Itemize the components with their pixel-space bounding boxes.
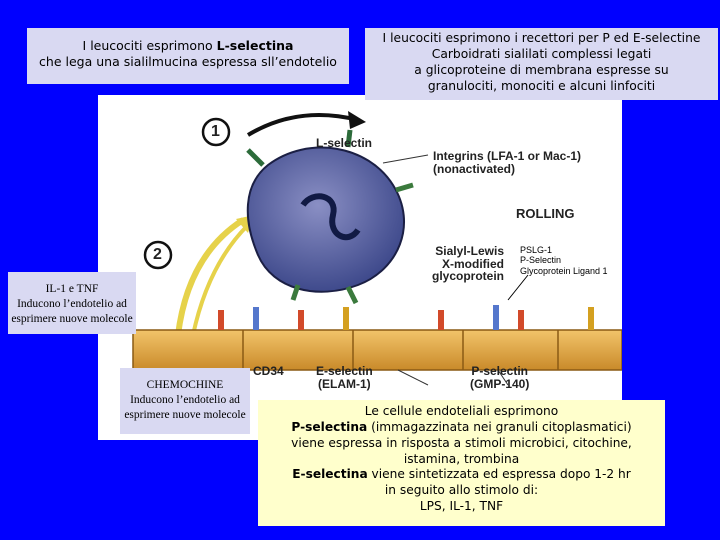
psgl-label: PSLG-1 P-Selectin Glycoprotein Ligand 1 bbox=[520, 245, 608, 276]
endothelial-box-line5-bold: E-selectina bbox=[292, 467, 368, 482]
rolling-label: ROLLING bbox=[516, 206, 575, 221]
chemokines-box-line3: esprimere nuove molecole bbox=[124, 408, 246, 421]
receptors-box-line4: granulociti, monociti e alcuni linfociti bbox=[427, 78, 656, 93]
l-selectin-box-line1-prefix: I leucociti esprimono bbox=[82, 38, 217, 53]
chemokines-info-box: CHEMOCHINE Inducono l’endotelio ad espri… bbox=[120, 368, 250, 434]
sialyl-label-line1: Sialyl-Lewis bbox=[435, 244, 504, 258]
endothelial-info-box: Le cellule endoteliali esprimono P-selec… bbox=[258, 400, 665, 526]
integrins-label-line1: Integrins (LFA-1 or Mac-1) bbox=[433, 149, 582, 163]
step-1-number: 1 bbox=[211, 123, 220, 140]
l-selectin-box-line2: che lega una sialilmucina espressa sll’e… bbox=[39, 54, 337, 70]
rolling-arrow bbox=[246, 113, 359, 137]
integrins-label: Integrins (LFA-1 or Mac-1) (nonactivated… bbox=[433, 150, 581, 175]
endothelium-layer bbox=[132, 329, 623, 371]
e-selectin-line2: (ELAM-1) bbox=[318, 376, 371, 391]
il1-tnf-info-box: IL-1 e TNF Inducono l’endotelio ad espri… bbox=[8, 272, 136, 334]
sialyl-label-line3: glycoprotein bbox=[431, 269, 504, 284]
endothelial-box-line7: LPS, IL-1, TNF bbox=[419, 499, 504, 514]
psgl-label-line3: Glycoprotein Ligand 1 bbox=[520, 265, 608, 276]
endothelial-box-line2: P-selectina (immagazzinata nei granuli c… bbox=[258, 420, 665, 436]
receptors-box-line1: I leucociti esprimono i recettori per P … bbox=[382, 31, 701, 45]
l-selectin-box-line1: I leucociti esprimono L-selectina bbox=[27, 38, 349, 54]
p-selectin-label: P-selectin (GMP-140) bbox=[470, 365, 529, 390]
receptors-box-line3: a glicoproteine di membrana espresse su bbox=[414, 62, 669, 77]
endothelial-box-line1: Le cellule endoteliali esprimono bbox=[364, 404, 559, 418]
endothelial-box-line4: istamina, trombina bbox=[403, 451, 520, 466]
il1-box-line3: esprimere nuove molecole bbox=[11, 312, 133, 325]
p-selectin-line1: P-selectin bbox=[471, 364, 529, 378]
receptors-box-line2: Carboidrati sialilati complessi legati bbox=[431, 46, 652, 61]
cd34-label: CD34 bbox=[253, 364, 284, 378]
il1-box-line1: IL-1 e TNF bbox=[45, 283, 99, 295]
leukocyte-cell bbox=[246, 146, 405, 293]
sialyl-label-line2: X-modified bbox=[442, 256, 504, 271]
cell-nucleus bbox=[300, 193, 361, 241]
step-1-circle bbox=[201, 117, 231, 147]
integrins-label-line2: (nonactivated) bbox=[433, 161, 516, 176]
endothelial-box-line2-bold: P-selectina bbox=[291, 419, 368, 434]
endothelial-box-line6: in seguito allo stimolo di: bbox=[384, 483, 539, 498]
e-selectin-label: E-selectin (ELAM-1) bbox=[316, 365, 373, 390]
endothelial-box-line2-rest: (immagazzinata nei granuli citoplasmatic… bbox=[367, 419, 632, 434]
il1-box-line2: Inducono l’endotelio ad bbox=[17, 297, 127, 310]
l-selectin-box-line1-bold: L-selectina bbox=[216, 38, 294, 53]
l-selectin-label: L-selectin bbox=[316, 136, 373, 150]
receptors-info-box: I leucociti esprimono i recettori per P … bbox=[365, 28, 718, 100]
l-selectin-info-box: I leucociti esprimono L-selectina che le… bbox=[27, 28, 349, 84]
step-2-circle bbox=[143, 240, 173, 270]
chemokines-box-line2: Inducono l’endotelio ad bbox=[130, 393, 240, 406]
endothelial-box-line3: viene espressa in risposta a stimoli mic… bbox=[291, 435, 632, 450]
endothelial-box-line5-rest: viene sintetizzata ed espressa dopo 1-2 … bbox=[367, 467, 631, 482]
e-selectin-line1: E-selectin bbox=[316, 364, 373, 378]
endothelial-box-line5: E-selectina viene sintetizzata ed espres… bbox=[258, 467, 665, 483]
chemokines-box-line1: CHEMOCHINE bbox=[146, 379, 224, 391]
diagram-illustration bbox=[132, 111, 623, 386]
p-selectin-line2: (GMP-140) bbox=[470, 376, 530, 391]
step-2-number: 2 bbox=[153, 246, 162, 263]
chemokine-arrow bbox=[175, 217, 245, 336]
psgl-label-line2: P-Selectin bbox=[520, 255, 562, 266]
sialyl-lewis-label: Sialyl-Lewis X-modified glycoprotein bbox=[416, 245, 504, 283]
psgl-label-line1: PSLG-1 bbox=[520, 245, 553, 255]
